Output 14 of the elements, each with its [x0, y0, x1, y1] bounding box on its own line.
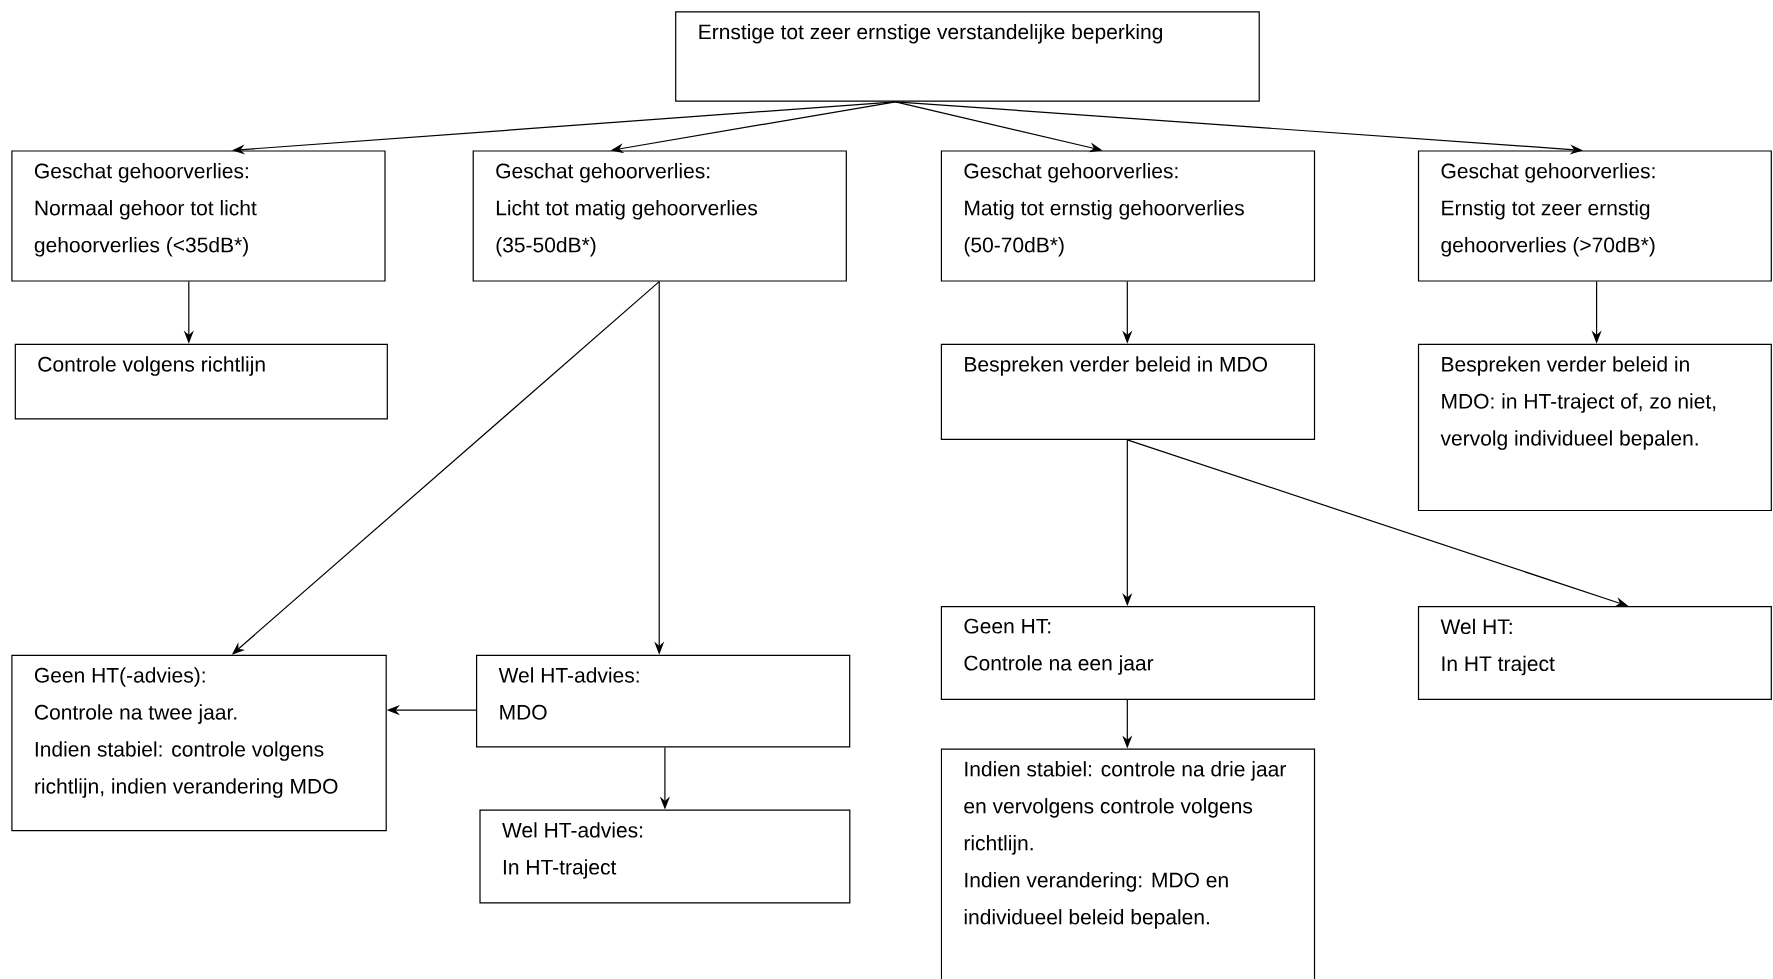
process-box: Ernstige tot zeer ernstige verstandelijke beperking — [675, 11, 1260, 102]
process-box: Controle volgens richtlijn — [14, 343, 388, 420]
process-box: Wel HT-advies: In HT-traject — [479, 809, 851, 904]
process-box: Bespreken verder beleid in MDO — [940, 343, 1316, 440]
process-box: Geschat gehoorverlies: Matig tot ernstig gehoorverlies (50-70dB*) — [940, 150, 1316, 282]
process-box: Indien stabiel: controle na drie jaar en vervolgens controle volgens richtlijn. Indien verandering: MDO en individueel beleid bepalen. — [940, 748, 1316, 979]
process-box: Wel HT: In HT traject — [1417, 606, 1772, 700]
process-box: Geschat gehoorverlies: Ernstig tot zeer ernstig gehoorverlies (>70dB*) — [1417, 150, 1772, 282]
process-box: Bespreken verder beleid in MDO: in HT-traject of, zo niet, vervolg individueel bepalen. — [1417, 343, 1772, 512]
process-box: Geen HT(-advies): Controle na twee jaar. Indien stabiel: controle volgens richtlijn, indien verandering MDO — [11, 654, 387, 832]
process-box: Geen HT: Controle na een jaar — [940, 606, 1316, 700]
process-box: Geschat gehoorverlies: Normaal gehoor tot licht gehoorverlies (<35dB*) — [11, 150, 386, 282]
process-box: Geschat gehoorverlies: Licht tot matig gehoorverlies (35-50dB*) — [472, 150, 847, 282]
process-box: Wel HT-advies: MDO — [476, 654, 851, 748]
